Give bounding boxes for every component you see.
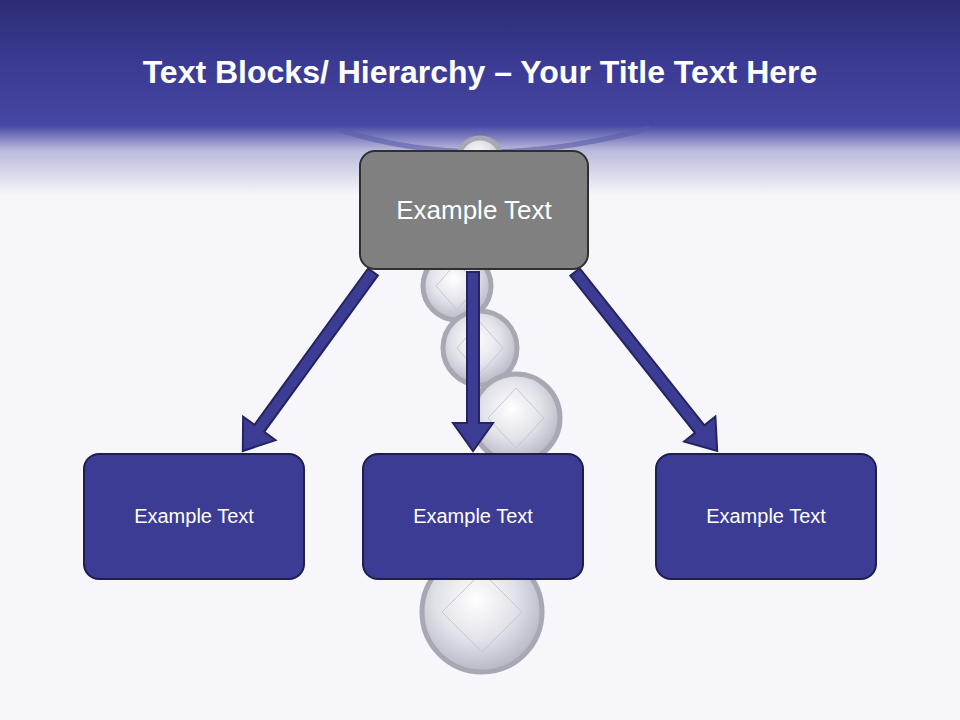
block-arrow [570,268,717,451]
block-arrow [453,272,493,451]
slide-title: Text Blocks/ Hierarchy – Your Title Text… [0,54,960,91]
child-box: Example Text [655,453,877,580]
box-label: Example Text [134,505,254,528]
child-box: Example Text [83,453,305,580]
box-label: Example Text [396,195,552,226]
top-box: Example Text [359,150,589,270]
box-label: Example Text [413,505,533,528]
box-label: Example Text [706,505,826,528]
child-box: Example Text [362,453,584,580]
block-arrow [243,269,378,452]
